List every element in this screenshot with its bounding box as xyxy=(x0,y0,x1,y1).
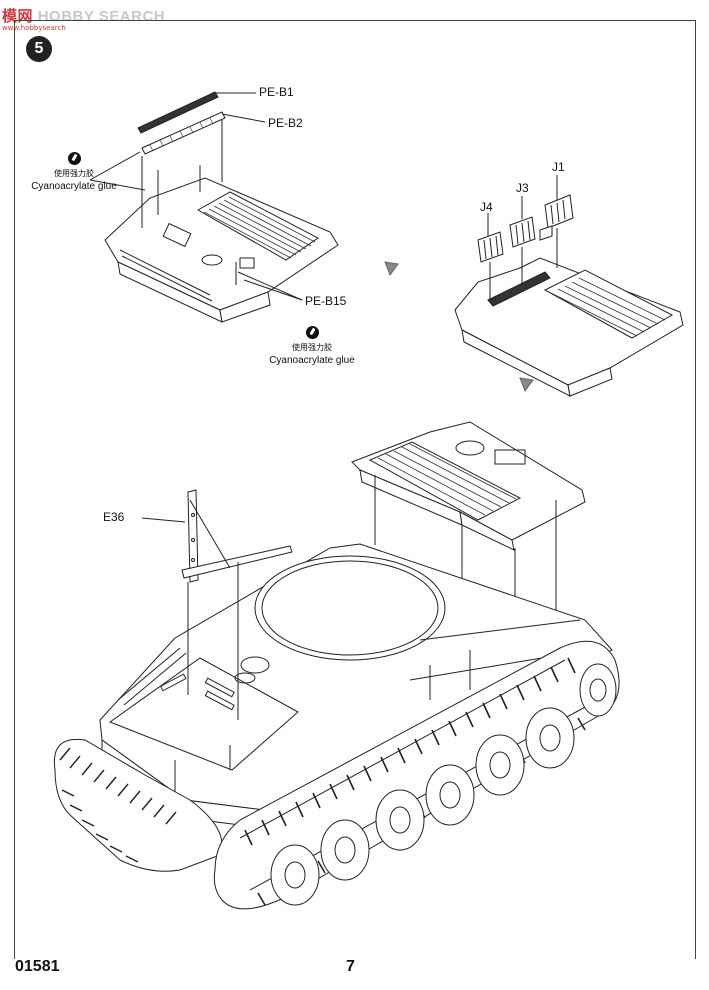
engine-deck-subassembly-left xyxy=(104,91,339,323)
track-right xyxy=(213,640,620,910)
tank-hull xyxy=(99,543,613,831)
page-frame xyxy=(14,20,696,959)
label-pe-b2: PE-B2 xyxy=(268,116,303,130)
product-code: 01581 xyxy=(15,958,60,975)
glue-note-cn: 使用强力胶 xyxy=(292,343,332,352)
glue-icon xyxy=(305,326,319,339)
engine-deck-main xyxy=(351,421,586,551)
glue-note-en: Cyanoacrylate glue xyxy=(269,355,355,366)
label-j3: J3 xyxy=(516,181,529,195)
glue-note-2: 使用强力胶 Cyanoacrylate glue xyxy=(262,326,362,367)
page-number: 7 xyxy=(346,958,355,975)
glue-note-1: 使用强力胶 Cyanoacrylate glue xyxy=(24,152,124,193)
part-e36 xyxy=(181,489,293,583)
label-j4: J4 xyxy=(480,200,493,214)
glue-note-cn: 使用强力胶 xyxy=(54,169,94,178)
part-j4 xyxy=(477,231,504,263)
glue-note-en: Cyanoacrylate glue xyxy=(31,181,117,192)
glue-icon xyxy=(67,152,81,165)
label-e36: E36 xyxy=(103,510,125,524)
part-j1 xyxy=(544,194,574,229)
label-pe-b1: PE-B1 xyxy=(259,85,294,99)
part-j3 xyxy=(509,216,536,248)
road-wheels xyxy=(270,663,617,906)
label-j1: J1 xyxy=(552,160,565,174)
step-number-badge: 5 xyxy=(26,36,52,62)
engine-deck-subassembly-right xyxy=(454,175,684,397)
watermark-url: www.hobbysearch xyxy=(2,24,66,32)
label-pe-b15: PE-B15 xyxy=(305,294,347,308)
